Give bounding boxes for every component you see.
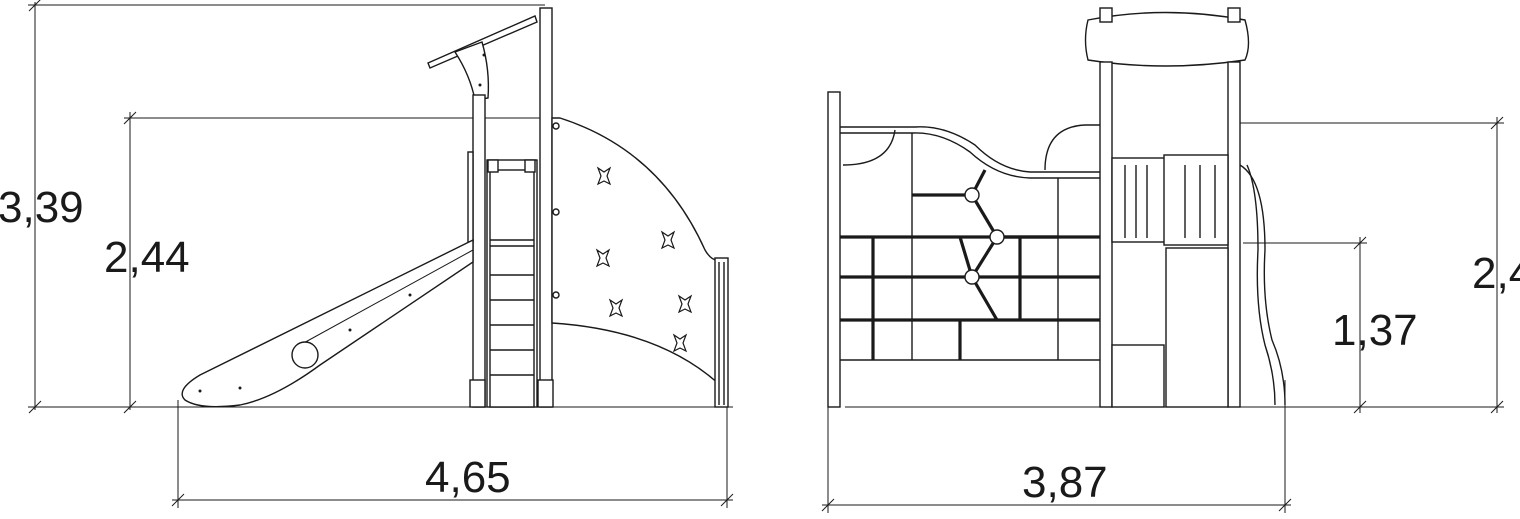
- climbing-wall: [551, 117, 729, 408]
- dim-label-1-37: 1,37: [1332, 306, 1418, 355]
- side-view: 3,39 2,44 4,65: [0, 0, 734, 508]
- roof: [1084, 11, 1250, 67]
- front-view: 3,87 2,4 1,37: [821, 7, 1520, 513]
- slide-front: [1111, 344, 1165, 408]
- roof: [427, 15, 538, 101]
- tower: [1084, 7, 1286, 408]
- main-post: [539, 7, 553, 408]
- dimension-height: 2,4: [1235, 116, 1520, 414]
- dim-label-2-44: 2,44: [104, 233, 190, 282]
- ladder: [486, 159, 538, 408]
- panel: [1163, 154, 1229, 246]
- dimension-total-height: 3,39: [0, 0, 545, 414]
- left-post: [827, 91, 841, 408]
- dim-label-2-4: 2,4: [1472, 249, 1520, 298]
- dimension-platform-height: 1,37: [1243, 236, 1418, 414]
- dim-label-3-87: 3,87: [1022, 458, 1108, 507]
- dimension-platform-height: 2,44: [104, 111, 560, 414]
- slide: [181, 238, 474, 408]
- climbing-hold-icons: [595, 166, 693, 353]
- dimension-total-width: 3,87: [821, 380, 1292, 513]
- tower-post: [472, 94, 486, 408]
- dim-label-4-65: 4,65: [425, 453, 511, 502]
- dim-label-3-39: 3,39: [0, 183, 84, 232]
- climbing-net: [840, 124, 1100, 361]
